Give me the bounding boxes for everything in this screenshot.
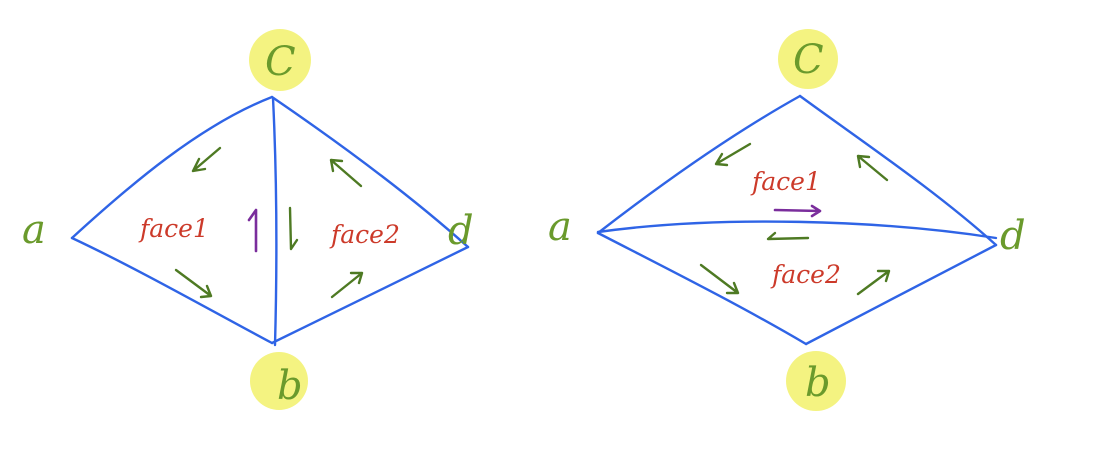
- left-diagram: a C b d face1 face2: [22, 29, 474, 410]
- right-vertex-d-label: d: [1000, 213, 1026, 259]
- right-arrow-face2-inner-edge: [766, 231, 810, 241]
- right-diagram: a C b d face1 face2: [548, 29, 1026, 411]
- left-edge-a-b: [70, 236, 274, 345]
- left-arrow-face2-inner-edge: [288, 206, 299, 251]
- right-edge-b-d: [804, 243, 998, 346]
- left-edge-a-c: [70, 95, 274, 240]
- left-arrow-face1-bottom: [174, 268, 213, 299]
- left-vertex-d-label: d: [448, 208, 474, 254]
- right-vertex-c-label: C: [793, 37, 824, 83]
- right-arrow-face1-right: [856, 154, 889, 182]
- left-arrow-face2-top: [329, 158, 363, 188]
- right-vertex-b-label: b: [805, 360, 831, 406]
- right-vertex-a-label: a: [548, 204, 572, 250]
- right-face2-label: face2: [770, 260, 841, 289]
- left-edge-c-d: [270, 95, 470, 249]
- right-c-highlight: [778, 29, 838, 89]
- right-arrow-face2-bottom-right: [856, 269, 891, 296]
- left-arrow-face1-top: [191, 146, 222, 173]
- left-face2-label: face2: [329, 220, 400, 249]
- left-vertex-a-label: a: [22, 207, 46, 253]
- left-vertex-c-label: C: [265, 39, 296, 85]
- left-edge-c-b: [271, 96, 278, 347]
- right-arrow-face1-top: [714, 142, 752, 167]
- left-face1-label: face1: [138, 214, 209, 243]
- right-arrow-face2-bottom-left: [699, 263, 740, 295]
- right-edge-a-c: [596, 94, 802, 235]
- right-edge-a-b: [596, 231, 808, 346]
- right-arrow-face1-inner-edge: [773, 204, 822, 218]
- left-arrow-face2-bottom: [330, 271, 364, 299]
- right-edge-c-d: [798, 94, 998, 247]
- right-b-highlight: [786, 351, 846, 411]
- left-b-highlight: [250, 352, 308, 410]
- left-c-highlight: [249, 29, 311, 91]
- left-arrow-face1-inner-edge: [247, 208, 258, 253]
- left-edge-b-d: [270, 245, 470, 345]
- right-edge-a-d: [596, 220, 998, 240]
- right-face1-label: face1: [750, 167, 821, 196]
- left-vertex-b-label: b: [277, 363, 303, 409]
